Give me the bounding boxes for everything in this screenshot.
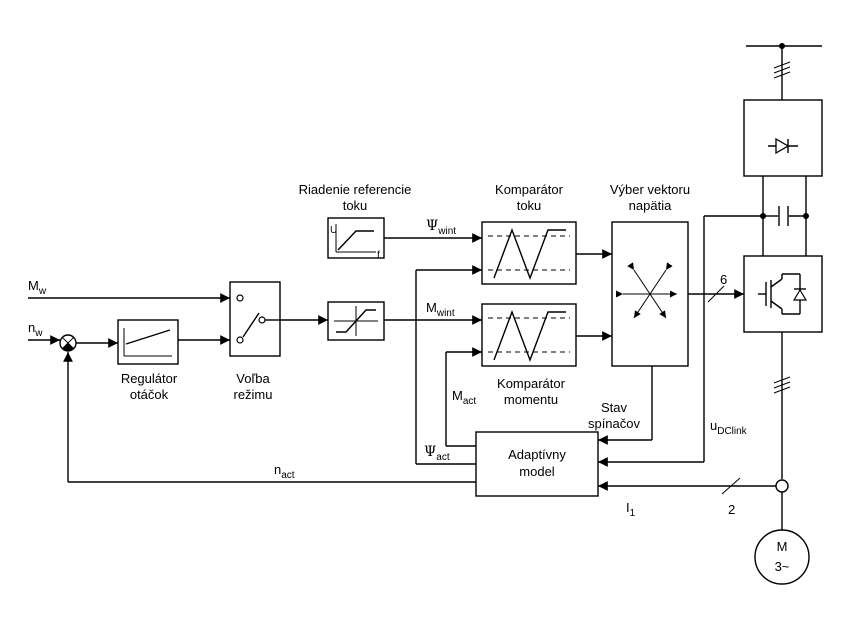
signal-psi-wint: Ψwint xyxy=(426,218,456,237)
svg-text:Ψwint: Ψwint xyxy=(426,218,456,237)
adaptive-model-label-1: Adaptívny xyxy=(508,447,566,462)
adaptive-model-label-2: model xyxy=(519,464,555,479)
dc-link xyxy=(598,176,809,467)
signal-n-w: nw xyxy=(28,320,43,339)
inverter-block xyxy=(743,255,823,333)
torque-comparator-block: Komparátor momentu xyxy=(481,303,577,407)
current-bus-count: 2 xyxy=(728,502,735,517)
motor-label-2: 3~ xyxy=(775,559,790,574)
torque-comp-label-2: momentu xyxy=(504,392,558,407)
speed-regulator-block: Regulátor otáčok xyxy=(117,319,179,402)
switch-state-label-1: Stav xyxy=(601,400,628,415)
speed-reg-label-2: otáčok xyxy=(130,387,169,402)
flux-reference-block: U f Riadenie referencie toku xyxy=(299,182,412,261)
signal-n-act: nact xyxy=(274,462,295,481)
signal-m-wint: Mwint xyxy=(426,300,455,319)
ramp-axis-u: U xyxy=(330,225,337,236)
svg-text:uDClink: uDClink xyxy=(710,418,748,437)
flux-ref-label-1: Riadenie referencie xyxy=(299,182,412,197)
svg-text:nact: nact xyxy=(274,462,295,481)
motor-feed xyxy=(598,332,791,530)
svg-text:Mwint: Mwint xyxy=(426,300,455,319)
supply-network xyxy=(746,43,822,100)
ramp-axis-f: f xyxy=(377,250,380,261)
svg-text:Mact: Mact xyxy=(452,388,476,407)
torque-limiter-block xyxy=(327,301,385,341)
svg-text:nw: nw xyxy=(28,320,43,339)
signal-m-w: Mw xyxy=(28,278,47,297)
signal-psi-act: Ψact xyxy=(424,444,450,463)
mode-sel-label-1: Voľba xyxy=(236,371,270,386)
torque-comp-label-1: Komparátor xyxy=(497,376,566,391)
flux-comp-label-2: toku xyxy=(517,198,542,213)
speed-reg-label-1: Regulátor xyxy=(121,371,178,386)
summing-junction xyxy=(59,334,77,352)
switch-state-label-2: spínačov xyxy=(588,416,641,431)
flux-ref-label-2: toku xyxy=(343,198,368,213)
rectifier-block xyxy=(743,99,823,177)
svg-text:I1: I1 xyxy=(626,500,636,519)
svg-text:Ψact: Ψact xyxy=(424,444,450,463)
flux-comparator-block: Komparátor toku xyxy=(481,182,577,285)
svg-text:Mw: Mw xyxy=(28,278,47,297)
vector-sel-label-1: Výber vektoru xyxy=(610,182,690,197)
mode-selection-block: Voľba režimu xyxy=(229,281,281,402)
flux-comp-label-1: Komparátor xyxy=(495,182,564,197)
adaptive-model-block: Adaptívny model xyxy=(475,431,599,497)
vector-sel-label-2: napätia xyxy=(629,198,672,213)
signal-i-1: I1 xyxy=(626,500,636,519)
motor-label-1: M xyxy=(777,539,788,554)
vector-selection-block: Výber vektoru napätia xyxy=(610,182,690,367)
pwm-bus-count: 6 xyxy=(720,272,727,287)
signal-u-dclink: uDClink xyxy=(710,418,748,437)
signal-m-act: Mact xyxy=(452,388,476,407)
motor: M 3~ xyxy=(754,529,810,585)
mode-sel-label-2: režimu xyxy=(233,387,272,402)
